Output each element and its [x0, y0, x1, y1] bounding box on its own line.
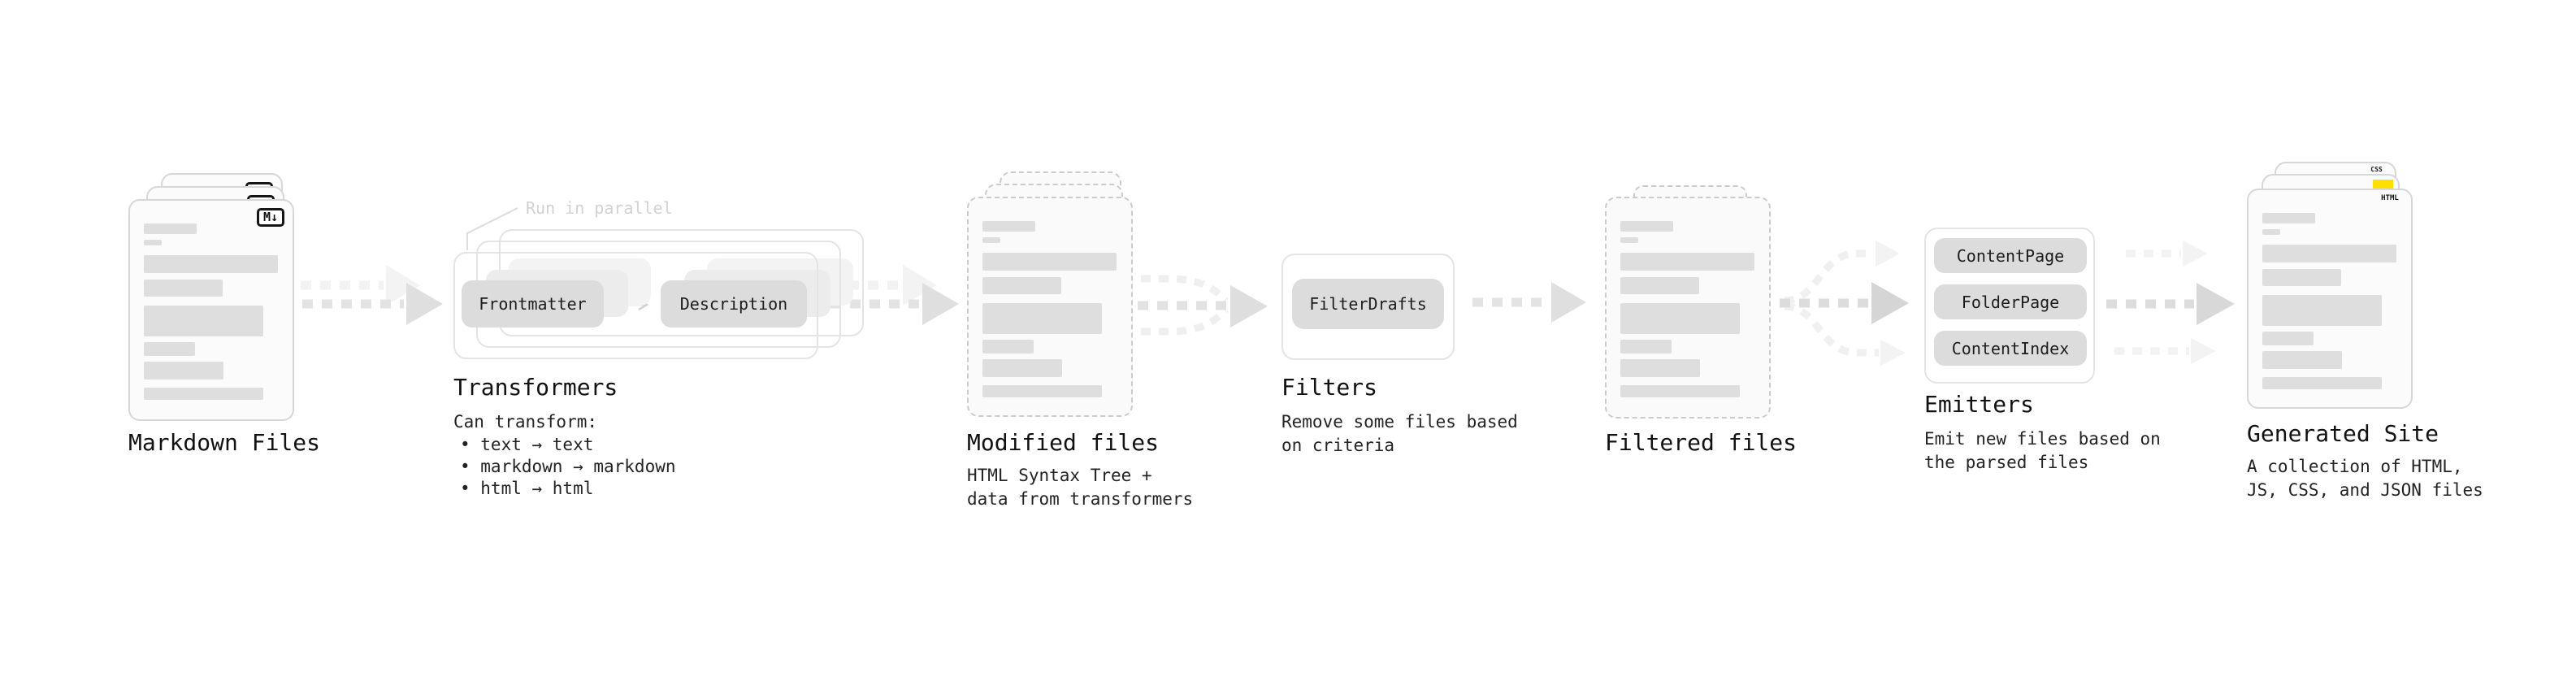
transformers-bullet: • markdown → markdown: [460, 457, 676, 476]
pill-contentindex: ContentIndex: [1934, 331, 2087, 366]
css-icon-label: CSS: [2370, 166, 2383, 173]
doc-content-skeleton: [130, 223, 293, 400]
filtered-file-doc-front: [1605, 197, 1771, 419]
markdown-icon: M↓: [256, 208, 284, 227]
doc-content-skeleton: [969, 221, 1131, 397]
transformers-bullet: • html → html: [460, 479, 594, 498]
transformers-title: Transformers: [453, 374, 618, 401]
generated-site-title: Generated Site: [2247, 420, 2439, 447]
pill-folderpage: FolderPage: [1934, 284, 2087, 319]
filters-title: Filters: [1281, 374, 1378, 401]
transformers-bullets: • text → text • markdown → markdown • ht…: [453, 434, 676, 500]
run-in-parallel-callout-line: [466, 207, 518, 250]
arrow-emitters-to-generated: [2106, 241, 2235, 364]
transformers-bullet: • text → text: [460, 435, 594, 454]
pill-description: Description: [661, 280, 807, 327]
generated-site-desc: A collection of HTML, JS, CSS, and JSON …: [2247, 457, 2483, 500]
arrow-filters-to-filtered: [1472, 282, 1586, 323]
pill-contentpage: ContentPage: [1934, 238, 2087, 273]
modified-files-title: Modified files: [967, 429, 1160, 456]
doc-content-skeleton: [1607, 221, 1769, 397]
filtered-files-title: Filtered files: [1605, 429, 1798, 456]
emitters-desc: Emit new files based on the parsed files: [1924, 429, 2161, 472]
arrow-modified-to-filters: [1138, 275, 1268, 336]
modified-file-doc-front: [967, 197, 1133, 417]
pill-filterdrafts: FilterDrafts: [1292, 279, 1444, 329]
html5-icon: HTML 5: [2379, 194, 2401, 202]
emitters-title: Emitters: [1924, 391, 2034, 418]
html5-icon-label: HTML: [2381, 194, 2399, 202]
markdown-file-doc-front: M↓: [128, 199, 294, 421]
arrow-transformers-to-modified: [829, 265, 959, 325]
run-in-parallel-label: Run in parallel: [526, 198, 673, 218]
pill-frontmatter: Frontmatter: [462, 280, 604, 327]
arrow-filtered-to-emitters: [1780, 241, 1909, 366]
transformers-desc-intro: Can transform:: [453, 412, 598, 432]
transformer-box-front: [453, 252, 818, 359]
filters-desc: Remove some files based on criteria: [1281, 412, 1518, 455]
markdown-files-title: Markdown Files: [128, 429, 321, 456]
modified-files-desc: HTML Syntax Tree + data from transformer…: [967, 466, 1194, 509]
arrow-markdown-to-transformers: [301, 265, 443, 325]
doc-content-skeleton: [2249, 213, 2411, 389]
generated-site-doc-html: HTML 5: [2247, 189, 2413, 409]
filters-box: [1281, 254, 1455, 360]
emitters-box: [1924, 228, 2095, 384]
